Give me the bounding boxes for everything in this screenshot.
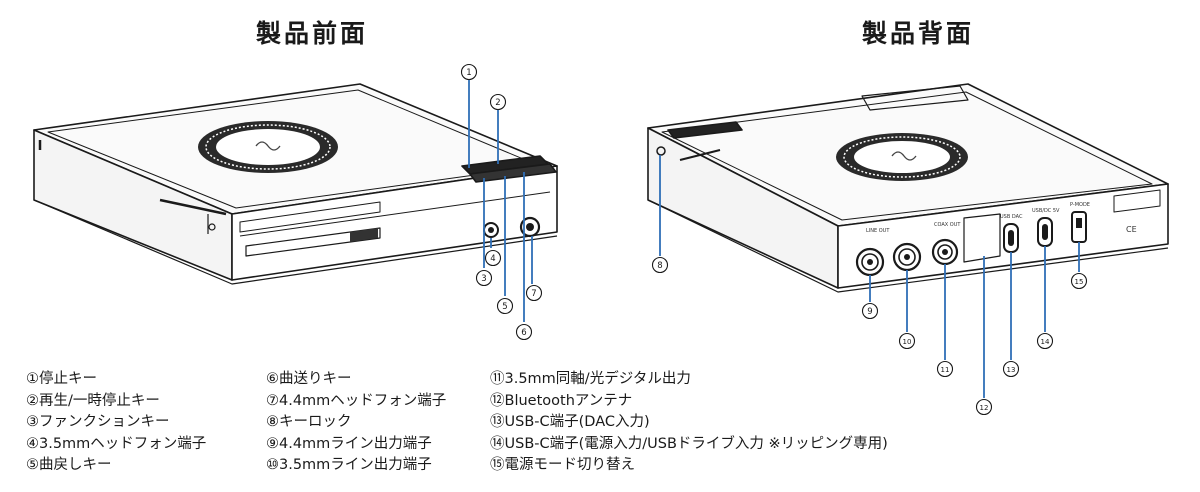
svg-text:3: 3: [481, 274, 486, 284]
legend-item-9: ⑨4.4mmライン出力端子: [266, 435, 432, 452]
back-title: 製品背面: [862, 19, 975, 48]
back-disc: [836, 133, 968, 181]
back-top-display: [861, 85, 969, 111]
front-disc: [198, 121, 338, 173]
front-display: [239, 201, 381, 233]
svg-text:8: 8: [657, 261, 662, 271]
callout-14: 14: [1036, 332, 1054, 350]
legend-item-6: ⑥曲送りキー: [266, 371, 352, 387]
back-coax-out: [931, 238, 959, 266]
svg-text:12: 12: [980, 404, 989, 412]
callout-6: 6: [515, 323, 533, 341]
legend-item-3: ③ファンクションキー: [26, 414, 170, 430]
legend-item-5: ⑤曲戻しキー: [26, 457, 112, 473]
front-title: 製品前面: [256, 19, 369, 48]
svg-text:6: 6: [521, 328, 526, 338]
svg-text:9: 9: [867, 307, 872, 317]
legend-item-7: ⑦4.4mmヘッドフォン端子: [266, 392, 447, 409]
back-label-line-out: LINE OUT: [866, 228, 890, 234]
callout-8: 8: [651, 256, 669, 274]
legend-item-4: ④3.5mmヘッドフォン端子: [26, 435, 207, 452]
callout-3: 3: [475, 269, 493, 287]
svg-text:4: 4: [490, 254, 495, 264]
legend-item-12: ⑫Bluetoothアンテナ: [490, 392, 633, 409]
legend-column-3: ⑪3.5mm同軸/光デジタル出力 ⑫Bluetoothアンテナ ⑬USB-C端子…: [490, 369, 888, 477]
callout-lines: [468, 80, 1080, 398]
svg-text:11: 11: [941, 366, 950, 374]
legend-item-15: ⑮電源モード切り替え: [490, 457, 635, 473]
front-face: [231, 165, 558, 281]
svg-text:7: 7: [531, 289, 536, 299]
callout-11: 11: [936, 360, 954, 378]
svg-text:10: 10: [903, 338, 912, 346]
back-label-usb-dc: USB/DC 5V: [1032, 208, 1060, 214]
front-button-row-bottom: [469, 163, 557, 183]
legend-column-2: ⑥曲送りキー ⑦4.4mmヘッドフォン端子 ⑧キーロック ⑨4.4mmライン出力…: [266, 369, 446, 477]
callout-5: 5: [496, 297, 514, 315]
legend-item-2: ②再生/一時停止キー: [26, 392, 160, 409]
callout-2: 2: [489, 93, 507, 111]
legend-item-11: ⑪3.5mm同軸/光デジタル出力: [490, 371, 691, 387]
back-line-out-3-5mm: [892, 242, 922, 272]
callout-9: 9: [861, 302, 879, 320]
svg-text:1: 1: [466, 68, 471, 78]
legend-item-10: ⑩3.5mmライン出力端子: [266, 457, 432, 473]
back-label-coax: COAX OUT: [934, 222, 961, 228]
svg-text:13: 13: [1007, 366, 1016, 374]
svg-text:2: 2: [495, 98, 500, 108]
legend-item-1: ①停止キー: [26, 371, 97, 387]
callout-12: 12: [975, 398, 993, 416]
back-label-ce: CE: [1126, 225, 1137, 234]
back-line-out-4-4mm: [855, 247, 885, 277]
legend-item-13: ⑬USB-C端子(DAC入力): [490, 414, 650, 430]
svg-text:14: 14: [1041, 338, 1050, 346]
callout-4: 4: [484, 249, 502, 267]
legend-column-1: ①停止キー ②再生/一時停止キー ③ファンクションキー ④3.5mmヘッドフォン…: [26, 369, 206, 477]
callout-10: 10: [898, 332, 916, 350]
callout-13: 13: [1002, 360, 1020, 378]
callout-1: 1: [460, 63, 478, 81]
front-slider: [245, 227, 381, 257]
svg-text:5: 5: [502, 302, 507, 312]
front-device: [33, 83, 558, 285]
legend-item-8: ⑧キーロック: [266, 414, 352, 430]
legend-item-14: ⑭USB-C端子(電源入力/USBドライブ入力 ※リッピング専用): [490, 435, 888, 452]
callout-7: 7: [525, 284, 543, 302]
callout-15: 15: [1070, 272, 1088, 290]
back-label-p-mode: P-MODE: [1070, 202, 1090, 208]
svg-text:15: 15: [1075, 278, 1084, 286]
back-label-usb-dac: USB DAC: [1000, 214, 1023, 220]
back-key-lock: [656, 146, 666, 156]
